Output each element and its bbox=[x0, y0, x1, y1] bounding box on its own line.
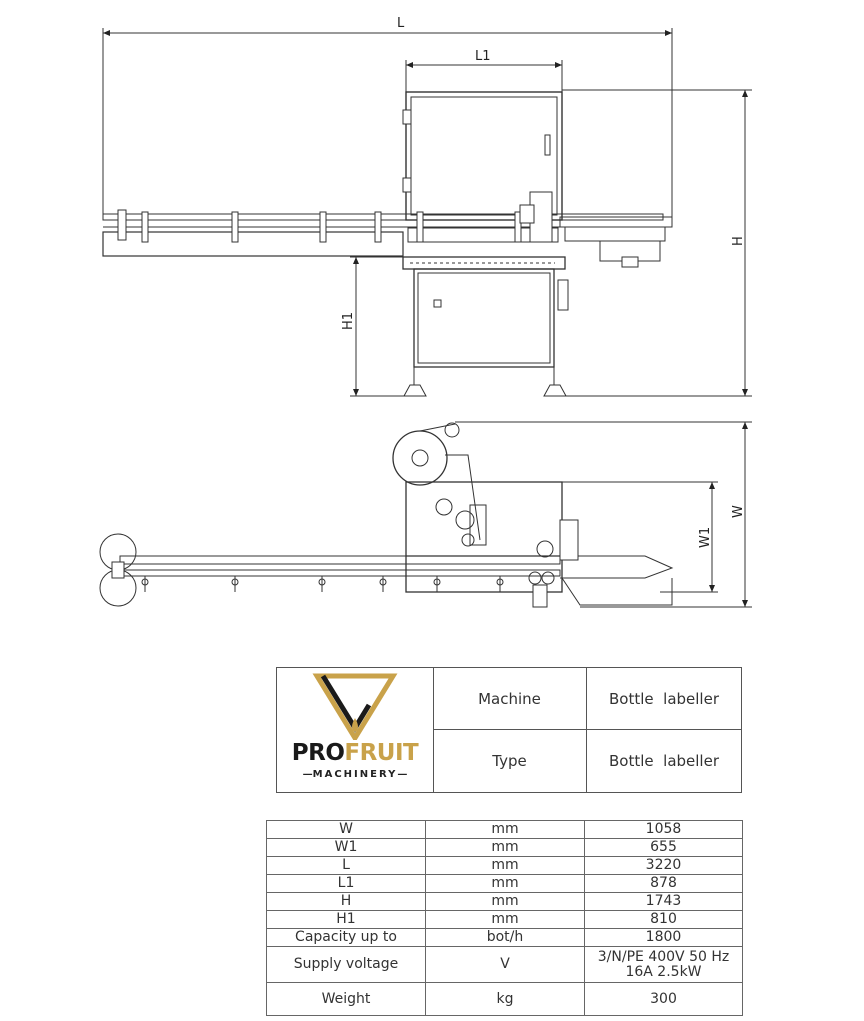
spec-unit: mm bbox=[425, 820, 585, 839]
dim-label-l1: L1 bbox=[475, 49, 491, 64]
spec-value: 1058 bbox=[584, 820, 743, 839]
title-block: PROFRUIT —MACHINERY— Machine Bottle labe… bbox=[276, 667, 742, 793]
spec-unit: bot/h bbox=[425, 928, 585, 947]
top-view bbox=[99, 421, 752, 608]
spec-value: 1800 bbox=[584, 928, 743, 947]
type-label: Type bbox=[433, 730, 587, 792]
spec-param: H1 bbox=[266, 910, 426, 929]
spec-value-line2: 16A 2.5kW bbox=[625, 963, 702, 980]
spec-param: L1 bbox=[266, 874, 426, 893]
dim-label-w: W bbox=[731, 505, 746, 518]
spec-param: Capacity up to bbox=[266, 928, 426, 947]
machine-value: Bottle labeller bbox=[587, 668, 741, 730]
table-row: L mm 3220 bbox=[266, 856, 743, 875]
spec-param: W bbox=[266, 820, 426, 839]
logo-subtitle-text: MACHINERY bbox=[312, 769, 398, 780]
spec-value: 1743 bbox=[584, 892, 743, 911]
spec-value: 3220 bbox=[584, 856, 743, 875]
dim-label-l: L bbox=[397, 16, 405, 31]
spec-value: 878 bbox=[584, 874, 743, 893]
table-row: W mm 1058 bbox=[266, 820, 743, 839]
machine-label: Machine bbox=[433, 668, 587, 730]
spec-value: 655 bbox=[584, 838, 743, 857]
spec-param: Weight bbox=[266, 982, 426, 1016]
top-view-posts bbox=[141, 576, 504, 592]
table-row: W1 mm 655 bbox=[266, 838, 743, 857]
spec-unit: kg bbox=[425, 982, 585, 1016]
table-row: H1 mm 810 bbox=[266, 910, 743, 929]
spec-unit: mm bbox=[425, 838, 585, 857]
table-row: Capacity up to bot/h 1800 bbox=[266, 928, 743, 947]
table-row: H mm 1743 bbox=[266, 892, 743, 911]
dim-label-h: H bbox=[731, 236, 746, 246]
logo-brand-fruit: FRUIT bbox=[344, 740, 419, 766]
table-row: L1 mm 878 bbox=[266, 874, 743, 893]
logo: PROFRUIT —MACHINERY— bbox=[277, 668, 434, 792]
spec-param: Supply voltage bbox=[266, 946, 426, 983]
spec-value-line1: 3/N/PE 400V 50 Hz bbox=[597, 948, 730, 965]
spec-value: 810 bbox=[584, 910, 743, 929]
guide-posts bbox=[117, 209, 522, 243]
spec-param: L bbox=[266, 856, 426, 875]
spec-param: W1 bbox=[266, 838, 426, 857]
spec-value: 300 bbox=[584, 982, 743, 1016]
spec-param: H bbox=[266, 892, 426, 911]
logo-wordmark: PROFRUIT bbox=[277, 740, 433, 766]
logo-emblem-icon bbox=[312, 673, 398, 740]
spec-unit: mm bbox=[425, 856, 585, 875]
front-view bbox=[102, 28, 752, 397]
spec-table: W mm 1058 W1 mm 655 L mm 3220 L1 mm 878 … bbox=[266, 820, 743, 1016]
dim-label-w1: W1 bbox=[698, 527, 713, 548]
type-value: Bottle labeller bbox=[608, 752, 719, 770]
spec-unit: V bbox=[425, 946, 585, 983]
spec-unit: mm bbox=[425, 892, 585, 911]
dim-label-h1: H1 bbox=[341, 312, 356, 330]
table-row: Weight kg 300 bbox=[266, 982, 743, 1016]
table-row: Supply voltage V 3/N/PE 400V 50 Hz 16A 2… bbox=[266, 946, 743, 983]
logo-brand-pro: PRO bbox=[291, 740, 345, 766]
spec-unit: mm bbox=[425, 910, 585, 929]
spec-unit: mm bbox=[425, 874, 585, 893]
spec-value: 3/N/PE 400V 50 Hz 16A 2.5kW bbox=[584, 946, 743, 983]
logo-subtitle: —MACHINERY— bbox=[302, 769, 408, 780]
